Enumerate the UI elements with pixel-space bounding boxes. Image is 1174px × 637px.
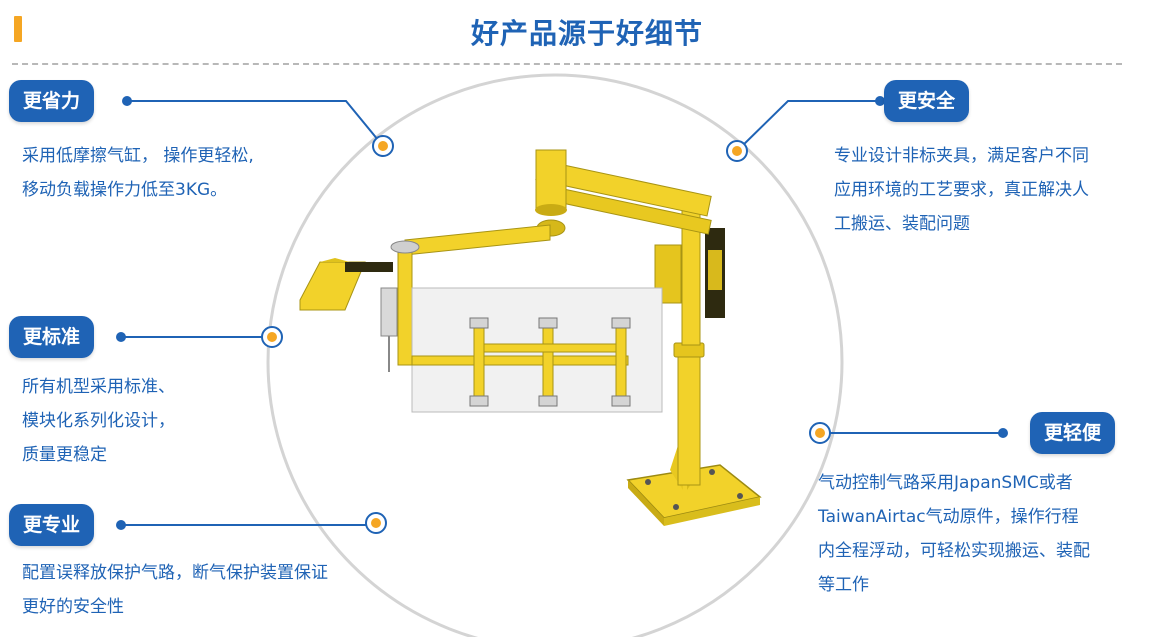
manipulator-illustration <box>299 149 762 526</box>
feature-label-lightweight: 更轻便 <box>1030 412 1116 454</box>
feature-desc-safety: 专业设计非标夹具，满足客户不同 应用环境的工艺要求，真正解决人 工搬运、装配问题 <box>834 139 1089 241</box>
desc-line: 工搬运、装配问题 <box>834 214 970 234</box>
feature-desc-labor-saving: 采用低摩擦气缸， 操作更轻松, 移动负载操作力低至3KG。 <box>22 139 254 207</box>
desc-line: 模块化系列化设计， <box>22 411 175 431</box>
desc-line: 内全程浮动，可轻松实现搬运、装配 <box>818 541 1090 561</box>
feature-label-labor-saving: 更省力 <box>9 80 95 122</box>
title-accent-bar <box>14 16 22 42</box>
desc-line: 专业设计非标夹具，满足客户不同 <box>834 146 1089 166</box>
desc-line: 质量更稳定 <box>22 445 107 465</box>
feature-desc-lightweight: 气动控制气路采用JapanSMC或者 TaiwanAirtac气动原件，操作行程… <box>818 466 1090 602</box>
desc-line: 等工作 <box>818 575 869 595</box>
feature-label-standard: 更标准 <box>9 316 95 358</box>
frame-circle <box>266 73 844 637</box>
desc-line: TaiwanAirtac气动原件，操作行程 <box>818 507 1079 527</box>
connector-lightweight <box>809 422 1008 444</box>
header-divider <box>12 63 1122 65</box>
desc-line: 应用环境的工艺要求，真正解决人 <box>834 180 1089 200</box>
feature-label-professional: 更专业 <box>9 504 95 546</box>
desc-line: 采用低摩擦气缸， 操作更轻松, <box>22 146 254 166</box>
desc-line: 所有机型采用标准、 <box>22 377 175 397</box>
connector-labor-saving <box>122 96 394 157</box>
connector-professional <box>116 512 387 534</box>
connector-safety <box>726 96 885 162</box>
page-title: 好产品源于好细节 <box>470 17 703 50</box>
feature-desc-standard: 所有机型采用标准、 模块化系列化设计， 质量更稳定 <box>22 370 175 472</box>
desc-line: 更好的安全性 <box>22 597 124 617</box>
desc-line: 气动控制气路采用JapanSMC或者 <box>818 473 1073 493</box>
feature-desc-professional: 配置误释放保护气路，断气保护装置保证 更好的安全性 <box>22 556 328 624</box>
desc-line: 移动负载操作力低至3KG。 <box>22 180 228 200</box>
desc-line: 配置误释放保护气路，断气保护装置保证 <box>22 563 328 583</box>
connector-standard <box>116 326 283 348</box>
feature-label-safety: 更安全 <box>884 80 970 122</box>
